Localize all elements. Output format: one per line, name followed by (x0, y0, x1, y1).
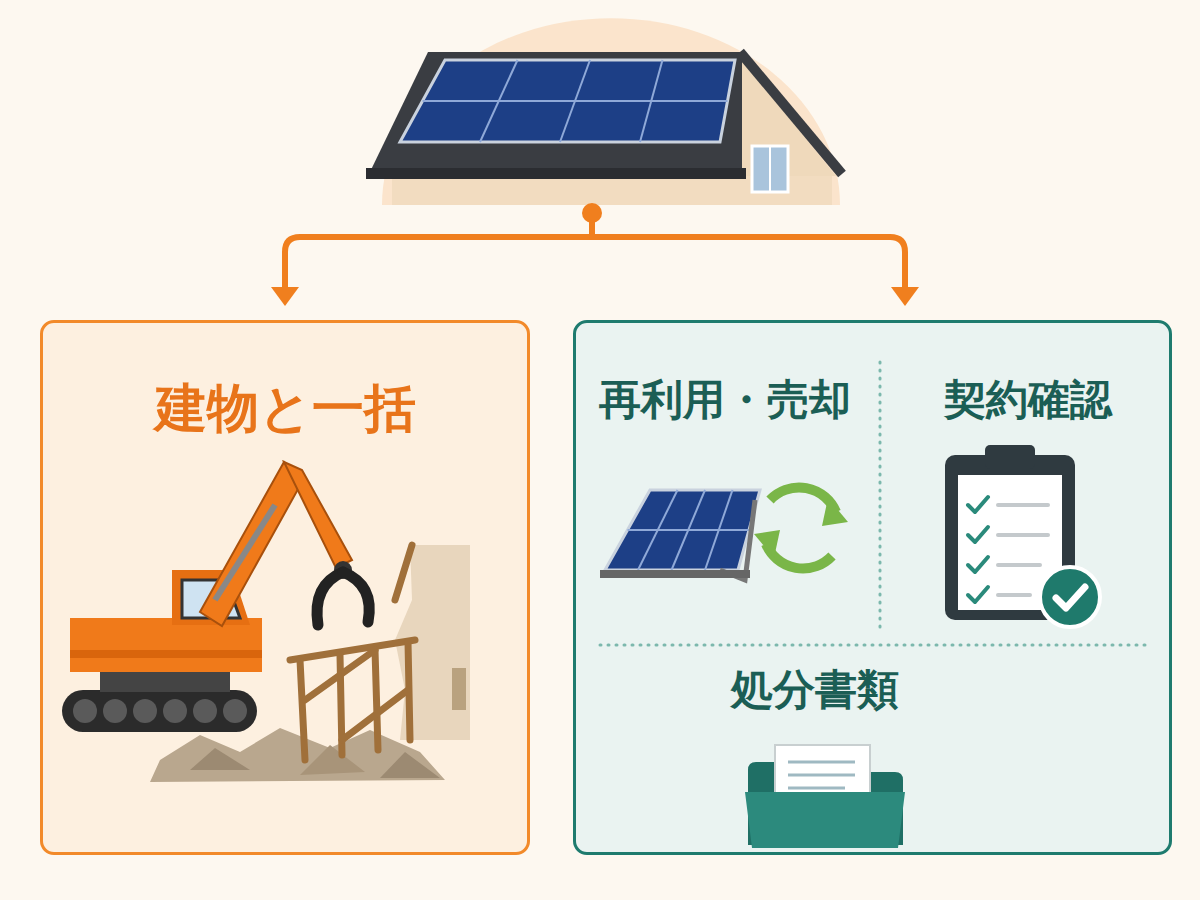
option-box: 再利用・売却 契約確認処分書類 (573, 320, 1172, 855)
excavator-illustration-part-part (163, 699, 187, 723)
clipboard-icon-part-part (968, 527, 988, 542)
excavator-illustration-part (300, 745, 365, 775)
clipboard-icon-part-part (998, 503, 1048, 507)
excavator-illustration-part-part (103, 699, 127, 723)
excavator-illustration-part (395, 545, 470, 740)
branch-connector (285, 214, 905, 290)
excavator-illustration-part-part (73, 699, 97, 723)
clipboard-icon-part (968, 497, 1048, 602)
clipboard-icon-part-part (998, 563, 1040, 567)
branch-arrowheads (271, 203, 919, 306)
house-illustration-part (423, 60, 728, 142)
panel-recycle-icon-part (720, 500, 755, 580)
option-heading: 契約確認 (944, 375, 1112, 425)
branch-connector-part (592, 237, 905, 290)
house-illustration-part (752, 146, 788, 192)
excavator-illustration-part (380, 752, 440, 778)
clipboard-icon-part-part (968, 587, 988, 602)
excavator-illustration-part (215, 505, 275, 600)
panel-recycle-icon-part (754, 530, 780, 558)
panel-recycle-icon (600, 487, 848, 580)
excavator-illustration-part (284, 462, 352, 568)
excavator-illustration-part (62, 690, 257, 732)
clipboard-icon-part-part (998, 593, 1030, 597)
branch-arrowheads-part (582, 203, 602, 223)
dotted-divider-part (600, 644, 1145, 647)
excavator-illustration (62, 462, 470, 782)
excavator-illustration-part-part (342, 690, 408, 740)
clipboard-icon-part (1056, 587, 1085, 608)
excavator-illustration-part (452, 668, 466, 710)
excavator-illustration-part-part (193, 699, 217, 723)
excavator-illustration-part (70, 618, 262, 672)
branch-arrowheads-part (271, 287, 299, 306)
folder-icon (745, 745, 905, 848)
box-grounds-part (573, 320, 1172, 855)
branch-arrowheads-part (891, 287, 919, 306)
option-heading: 再利用・売却 (599, 375, 851, 425)
clipboard-icon-part-part (998, 533, 1048, 537)
excavator-illustration-part-part (375, 650, 378, 750)
folder-icon-part (745, 792, 905, 848)
option-heading: 処分書類 (731, 665, 899, 715)
excavator-illustration-part-part (290, 640, 415, 660)
clipboard-icon (945, 445, 1100, 627)
option-title: 建物と一括 (155, 377, 416, 439)
folder-icon-part-part (788, 774, 855, 777)
house-illustration-part (366, 168, 746, 179)
excavator-illustration-part-part (395, 545, 412, 600)
folder-icon-part-part (788, 761, 855, 764)
box-grounds (40, 320, 1172, 855)
branch-connector-part (285, 237, 592, 290)
house-illustration-part (400, 60, 735, 142)
clipboard-icon-part-part (968, 497, 988, 512)
excavator-illustration-part (73, 699, 247, 723)
house-illustration (366, 18, 842, 205)
clipboard-icon-part (985, 445, 1035, 469)
house-illustration-part-part (423, 100, 728, 102)
dotted-divider (600, 362, 1145, 645)
box-grounds-part (40, 320, 530, 855)
clipboard-icon-part (1040, 567, 1100, 627)
option-box: 建物と一括 (40, 320, 530, 855)
excavator-illustration-part-part (223, 699, 247, 723)
folder-icon-part-part (788, 787, 845, 790)
house-illustration-part (368, 52, 742, 176)
excavator-illustration-part (190, 748, 250, 770)
panel-recycle-icon-part (600, 570, 750, 578)
panel-recycle-icon-part (605, 490, 760, 570)
clipboard-icon-part-part (968, 557, 988, 572)
excavator-illustration-part-part (305, 650, 375, 700)
panel-recycle-icon-part (822, 498, 848, 526)
excavator-illustration-part (70, 650, 262, 658)
excavator-illustration-part-part (133, 699, 157, 723)
excavator-illustration-part (317, 572, 343, 625)
dotted-divider-part (879, 362, 882, 630)
excavator-illustration-part (343, 572, 369, 622)
folder-icon-part (788, 762, 855, 788)
excavator-illustration-part (200, 462, 302, 626)
house-illustration-part (769, 146, 771, 192)
excavator-illustration-part-part (300, 660, 305, 760)
excavator-illustration-part (290, 545, 415, 760)
panel-recycle-icon-part-part (628, 529, 750, 531)
panel-recycle-icon-part (628, 490, 750, 570)
